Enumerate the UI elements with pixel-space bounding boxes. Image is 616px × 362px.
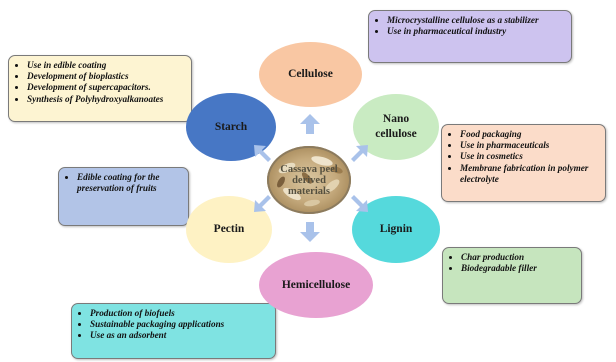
hemicellulose-node-label: Hemicellulose	[281, 278, 351, 291]
pectin-applications-box: Edible coating for the preservation of f…	[58, 167, 189, 226]
application-item: Biodegradable filler	[461, 263, 576, 274]
arrow-to-cellulose	[300, 114, 320, 134]
lignin-node-label: Lignin	[379, 223, 413, 235]
application-list: Microcrystalline cellulose as a stabiliz…	[369, 11, 571, 40]
nano-cellulose-node-label: Nano cellulose	[375, 113, 417, 140]
nano-cellulose-applications-box: Food packagingUse in pharmaceuticalsUse …	[441, 124, 606, 202]
pectin-node-label: Pectin	[213, 223, 245, 235]
arrow-to-starch	[254, 145, 271, 162]
application-item: Production of biofuels	[90, 308, 270, 319]
center-label: Cassava peel derived materials	[280, 163, 338, 197]
arrow-to-lignin	[351, 195, 368, 212]
cellulose-node-label: Cellulose	[288, 68, 333, 80]
application-item: Use in pharmaceuticals	[460, 140, 600, 151]
arrow-to-pectin	[254, 195, 271, 212]
application-item: Use in cosmetics	[460, 151, 600, 162]
application-list: Use in edible coatingDevelopment of biop…	[9, 56, 191, 108]
application-item: Use in edible coating	[27, 60, 186, 71]
application-list: Edible coating for the preservation of f…	[59, 168, 188, 197]
application-item: Microcrystalline cellulose as a stabiliz…	[387, 15, 566, 26]
cassava-peel-image: Cassava peel derived materials	[267, 146, 351, 214]
arrow-to-nano-cellulose	[351, 145, 368, 162]
application-item: Char production	[461, 252, 576, 263]
application-item: Food packaging	[460, 129, 600, 140]
application-item: Use in pharmaceutical industry	[387, 26, 566, 37]
application-item: Development of supercapacitors.	[27, 82, 186, 93]
hemicellulose-applications-box: Production of biofuelsSustainable packag…	[71, 303, 276, 359]
cassava-peel-texture	[277, 156, 343, 207]
cellulose-node: Cellulose	[259, 42, 362, 107]
starch-node-label: Starch	[214, 120, 248, 133]
arrow-to-hemicellulose	[300, 222, 320, 242]
application-list: Production of biofuelsSustainable packag…	[72, 304, 275, 345]
starch-applications-box: Use in edible coatingDevelopment of biop…	[8, 55, 192, 122]
application-list: Char productionBiodegradable filler	[443, 248, 581, 277]
hemicellulose-node: Hemicellulose	[259, 252, 373, 318]
application-item: Edible coating for the preservation of f…	[77, 172, 183, 194]
application-list: Food packagingUse in pharmaceuticalsUse …	[442, 125, 605, 188]
application-item: Development of bioplastics	[27, 71, 186, 82]
lignin-applications-box: Char productionBiodegradable filler	[442, 247, 582, 304]
application-item: Membrane fabrication in polymer electrol…	[460, 163, 600, 185]
application-item: Use as an adsorbent	[90, 330, 270, 341]
application-item: Sustainable packaging applications	[90, 319, 270, 330]
cellulose-applications-box: Microcrystalline cellulose as a stabiliz…	[368, 10, 572, 63]
application-item: Synthesis of Polyhydroxyalkanoates	[27, 94, 186, 105]
